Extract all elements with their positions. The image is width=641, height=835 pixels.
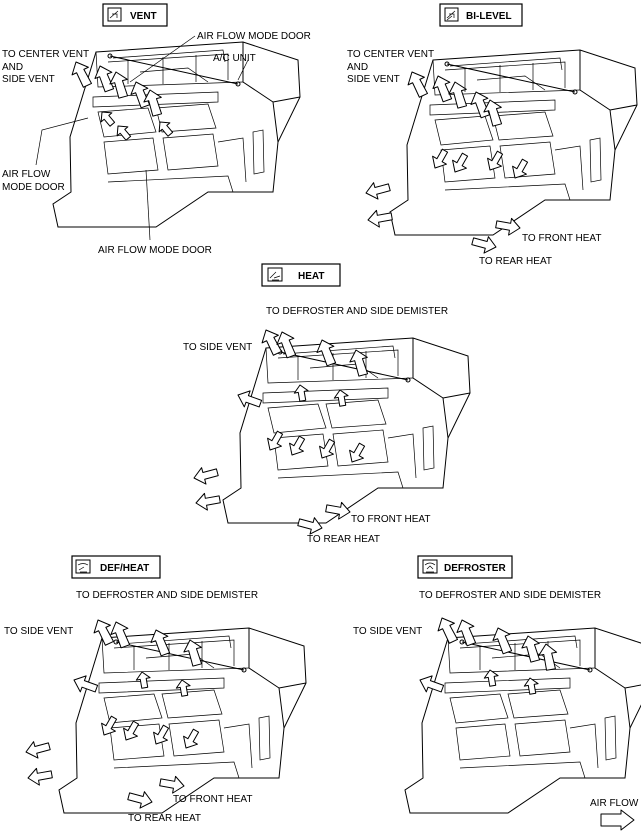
panel-bilevel: BI-LEVEL TO CENTER VENT AND SIDE VENT TO… <box>347 3 638 267</box>
mode-badge-bilevel: BI-LEVEL <box>439 3 523 27</box>
defroster-mode-icon <box>424 562 436 573</box>
label-heat-rear-heat: TO REAR HEAT <box>307 534 380 545</box>
mode-badge-defheat: DEF/HEAT <box>71 555 161 579</box>
label-air-flow-mode-door-top: AIR FLOW MODE DOOR <box>197 31 311 42</box>
mode-title-defheat: DEF/HEAT <box>100 563 149 574</box>
bilevel-mode-icon <box>446 10 456 21</box>
label-defroster-defroster-side-demister: TO DEFROSTER AND SIDE DEMISTER <box>419 590 601 601</box>
label-heat-front-heat: TO FRONT HEAT <box>351 514 430 525</box>
mode-title-defroster: DEFROSTER <box>444 563 506 574</box>
panel-heat: HEAT TO DEFROSTER AND SIDE DEMISTER TO S… <box>183 263 471 545</box>
air-flow-arrow-icon <box>600 809 635 831</box>
panel-vent: VENT TO CENTER VENT AND SIDE VENT AIR FL… <box>2 3 311 256</box>
heat-mode-icon <box>269 271 281 281</box>
label-bilevel-center-side-vent-1: TO CENTER VENT <box>347 49 434 60</box>
mode-title-vent: VENT <box>130 11 157 22</box>
flow-arrows-vent <box>67 57 177 144</box>
label-defroster-side-vent: TO SIDE VENT <box>353 626 422 637</box>
label-heat-side-vent: TO SIDE VENT <box>183 342 252 353</box>
mode-badge-vent: VENT <box>102 3 168 27</box>
label-bilevel-center-side-vent-3: SIDE VENT <box>347 74 400 85</box>
mode-badge-defroster: DEFROSTER <box>417 555 513 579</box>
mode-badge-heat: HEAT <box>261 263 341 287</box>
mode-title-bilevel: BI-LEVEL <box>466 11 512 22</box>
defheat-mode-icon <box>77 563 89 573</box>
label-bilevel-center-side-vent-2: AND <box>347 62 368 73</box>
ac-unit-drawing-heat <box>222 337 471 524</box>
label-center-side-vent-2: AND <box>2 62 23 73</box>
label-bilevel-rear-heat: TO REAR HEAT <box>479 256 552 267</box>
label-center-side-vent-3: SIDE VENT <box>2 74 55 85</box>
flow-arrows-defroster <box>416 613 560 698</box>
flow-arrows-bilevel <box>363 67 533 257</box>
label-air-flow-mode-door-left-1: AIR FLOW <box>2 169 51 180</box>
label-air-flow-mode-door-bottom: AIR FLOW MODE DOOR <box>98 245 212 256</box>
label-defheat-defroster-side-demister: TO DEFROSTER AND SIDE DEMISTER <box>76 590 258 601</box>
label-air-flow-mode-door-left-2: MODE DOOR <box>2 182 65 193</box>
panel-defheat: DEF/HEAT TO DEFROSTER AND SIDE DEMISTER … <box>4 555 307 824</box>
panel-defroster: DEFROSTER TO DEFROSTER AND SIDE DEMISTER… <box>353 555 641 814</box>
label-center-side-vent-1: TO CENTER VENT <box>2 49 89 60</box>
vent-mode-icon <box>109 10 119 19</box>
label-defheat-side-vent: TO SIDE VENT <box>4 626 73 637</box>
label-defheat-front-heat: TO FRONT HEAT <box>173 794 252 805</box>
label-heat-defroster-side-demister: TO DEFROSTER AND SIDE DEMISTER <box>266 306 448 317</box>
legend-air-flow-label: AIR FLOW <box>590 798 639 809</box>
label-defheat-rear-heat: TO REAR HEAT <box>128 813 201 824</box>
label-bilevel-front-heat: TO FRONT HEAT <box>522 233 601 244</box>
flow-arrows-defheat <box>23 615 206 812</box>
ac-unit-drawing-defroster <box>404 627 641 814</box>
ac-unit-drawing-vent <box>52 41 301 228</box>
legend: AIR FLOW <box>590 798 639 831</box>
label-ac-unit: A/C UNIT <box>213 53 256 64</box>
mode-title-heat: HEAT <box>298 271 324 282</box>
ac-unit-drawing-bilevel <box>389 49 638 236</box>
